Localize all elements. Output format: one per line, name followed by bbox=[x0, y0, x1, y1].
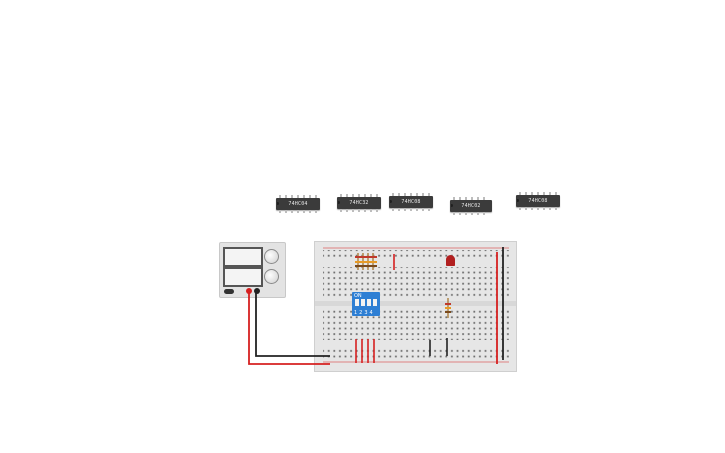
chip-label: 74HC04 bbox=[288, 201, 308, 207]
dip-switch-on-label: ON bbox=[354, 293, 362, 299]
power-supply[interactable] bbox=[219, 242, 286, 298]
led-resistor[interactable] bbox=[445, 298, 451, 318]
chip-pins-bottom bbox=[519, 207, 557, 210]
chip-label: 74HC32 bbox=[349, 200, 369, 206]
voltage-display bbox=[223, 247, 263, 267]
dip-switch-numbers: 1234 bbox=[354, 310, 375, 316]
dip-lever-3[interactable] bbox=[367, 299, 371, 306]
supply-negative-lead[interactable] bbox=[255, 291, 330, 357]
dip-lever-2[interactable] bbox=[361, 299, 365, 306]
chip-pins-top bbox=[340, 194, 378, 197]
dip-lever-1[interactable] bbox=[355, 299, 359, 306]
chip-74hc08[interactable]: 74HC08 bbox=[389, 193, 433, 211]
power-switch[interactable] bbox=[224, 289, 234, 294]
chip-notch bbox=[277, 202, 279, 205]
chip-label: 74HC08 bbox=[528, 198, 548, 204]
chip-label: 74HC08 bbox=[401, 199, 421, 205]
chip-pins-top bbox=[279, 195, 317, 198]
chip-pins-bottom bbox=[453, 212, 489, 215]
negative-terminal[interactable] bbox=[254, 288, 260, 294]
chip-notch bbox=[451, 204, 453, 207]
led[interactable] bbox=[446, 255, 455, 266]
chip-notch bbox=[338, 201, 340, 204]
voltage-knob[interactable] bbox=[264, 249, 279, 264]
chip-pins-bottom bbox=[279, 210, 317, 213]
current-display bbox=[223, 267, 263, 287]
chip-notch bbox=[390, 200, 392, 203]
resistor-bank[interactable] bbox=[355, 253, 377, 270]
supply-positive-lead[interactable] bbox=[248, 291, 330, 365]
dip-lever-4[interactable] bbox=[373, 299, 377, 306]
chip-notch bbox=[517, 199, 519, 202]
chip-74hc32[interactable]: 74HC32 bbox=[337, 194, 381, 212]
dip-switch[interactable]: ON 1234 bbox=[352, 292, 380, 316]
chip-label: 74HC02 bbox=[461, 203, 481, 209]
chip-74hc02[interactable]: 74HC02 bbox=[450, 197, 492, 215]
current-knob[interactable] bbox=[264, 269, 279, 284]
chip-pins-top bbox=[392, 193, 430, 196]
chip-74hc04[interactable]: 74HC04 bbox=[276, 195, 320, 213]
chip-pins-top bbox=[453, 197, 489, 200]
chip-pins-top bbox=[519, 192, 557, 195]
chip-74hc08-second[interactable]: 74HC08 bbox=[516, 192, 560, 210]
chip-pins-bottom bbox=[340, 209, 378, 212]
chip-pins-bottom bbox=[392, 208, 430, 211]
